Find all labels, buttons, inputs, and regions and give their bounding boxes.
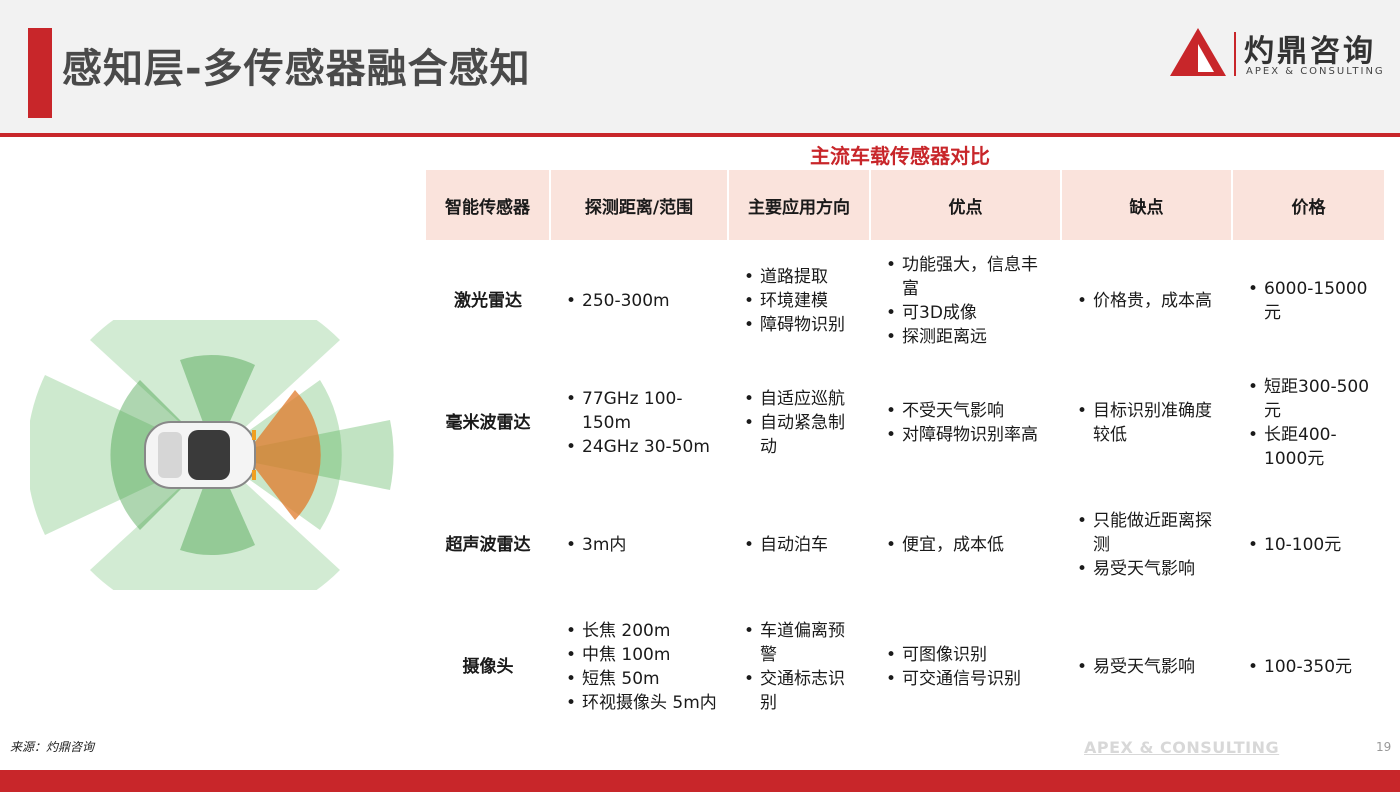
application-cell: 自动泊车	[728, 484, 870, 606]
cons-cell: 价格贵，成本高	[1061, 240, 1232, 362]
application-cell: 车道偏离预警 交通标志识别	[728, 606, 870, 728]
price-item: 100-350元	[1242, 655, 1374, 679]
price-item: 6000-15000元	[1242, 277, 1374, 325]
table-header-row: 智能传感器 探测距离/范围 主要应用方向 优点 缺点 价格	[426, 170, 1384, 240]
coverage-sectors	[26, 287, 394, 623]
application-item: 自适应巡航	[738, 387, 860, 411]
page-title: 感知层-多传感器融合感知	[62, 46, 531, 92]
range-item: 77GHz 100-150m	[560, 387, 718, 435]
pros-cell: 不受天气影响 对障碍物识别率高	[870, 362, 1061, 484]
range-item: 长焦 200m	[560, 619, 718, 643]
header-sensor: 智能传感器	[426, 170, 551, 240]
cons-item: 价格贵，成本高	[1071, 289, 1222, 313]
sensor-name: 毫米波雷达	[445, 413, 531, 433]
table-row: 摄像头 长焦 200m 中焦 100m 短焦 50m 环视摄像头 5m内 车道偏…	[426, 606, 1384, 728]
pros-item: 功能强大，信息丰富	[880, 253, 1051, 301]
pros-item: 探测距离远	[880, 325, 1051, 349]
application-item: 自动紧急制动	[738, 411, 860, 459]
application-cell: 道路提取 环境建模 障碍物识别	[728, 240, 870, 362]
application-item: 障碍物识别	[738, 313, 860, 337]
pros-item: 不受天气影响	[880, 399, 1051, 423]
cons-cell: 只能做近距离探测 易受天气影响	[1061, 484, 1232, 606]
header	[0, 0, 1400, 133]
logo-triangle-icon	[1170, 28, 1226, 76]
table-title: 主流车载传感器对比	[810, 144, 990, 168]
application-item: 交通标志识别	[738, 667, 860, 715]
range-item: 24GHz 30-50m	[560, 435, 718, 459]
cons-item: 目标识别准确度较低	[1071, 399, 1222, 447]
header-range: 探测距离/范围	[550, 170, 729, 240]
range-item: 环视摄像头 5m内	[560, 691, 718, 715]
header-pros: 优点	[870, 170, 1062, 240]
range-cell: 3m内	[550, 484, 728, 606]
sensor-name: 摄像头	[462, 657, 514, 677]
sensor-name: 超声波雷达	[445, 535, 531, 555]
pros-item: 可图像识别	[880, 643, 1051, 667]
cons-cell: 目标识别准确度较低	[1061, 362, 1232, 484]
brand-logo: 灼鼎咨询 APEX & CONSULTING	[1168, 26, 1388, 78]
price-item: 短距300-500元	[1242, 375, 1374, 423]
page-number: 19	[1376, 740, 1392, 754]
pros-item: 可3D成像	[880, 301, 1051, 325]
table-row: 毫米波雷达 77GHz 100-150m 24GHz 30-50m 自适应巡航 …	[426, 362, 1384, 484]
header-rule	[0, 133, 1400, 137]
range-item: 3m内	[560, 533, 718, 557]
header-price: 价格	[1232, 170, 1384, 240]
pros-cell: 便宜，成本低	[870, 484, 1061, 606]
range-cell: 77GHz 100-150m 24GHz 30-50m	[550, 362, 728, 484]
logo-name-cn: 灼鼎咨询	[1244, 34, 1376, 69]
price-item: 长距400-1000元	[1242, 423, 1374, 471]
cons-item: 只能做近距离探测	[1071, 509, 1222, 557]
logo-name-en: APEX & CONSULTING	[1246, 66, 1385, 77]
price-cell: 短距300-500元 长距400-1000元	[1232, 362, 1384, 484]
application-cell: 自适应巡航 自动紧急制动	[728, 362, 870, 484]
application-item: 车道偏离预警	[738, 619, 860, 667]
header-cons: 缺点	[1061, 170, 1233, 240]
title-accent-bar	[28, 28, 52, 118]
application-item: 道路提取	[738, 265, 860, 289]
logo-divider	[1234, 32, 1236, 76]
price-cell: 10-100元	[1232, 484, 1384, 606]
price-item: 10-100元	[1242, 533, 1374, 557]
price-cell: 6000-15000元	[1232, 240, 1384, 362]
range-item: 短焦 50m	[560, 667, 718, 691]
car-icon	[144, 421, 256, 489]
pros-cell: 功能强大，信息丰富 可3D成像 探测距离远	[870, 240, 1061, 362]
sensor-comparison-table: 智能传感器 探测距离/范围 主要应用方向 优点 缺点 价格 激光雷达 250-3…	[426, 170, 1384, 728]
sensor-name: 激光雷达	[454, 291, 522, 311]
table-row: 激光雷达 250-300m 道路提取 环境建模 障碍物识别 功能强大，信息丰富 …	[426, 240, 1384, 362]
cons-item: 易受天气影响	[1071, 557, 1222, 581]
cons-item: 易受天气影响	[1071, 655, 1222, 679]
footer-bar	[0, 770, 1400, 792]
cons-cell: 易受天气影响	[1061, 606, 1232, 728]
application-item: 环境建模	[738, 289, 860, 313]
source-note: 来源：灼鼎咨询	[10, 740, 95, 754]
range-cell: 长焦 200m 中焦 100m 短焦 50m 环视摄像头 5m内	[550, 606, 728, 728]
pros-item: 可交通信号识别	[880, 667, 1051, 691]
footer-brand: APEX & CONSULTING	[1084, 738, 1280, 757]
application-item: 自动泊车	[738, 533, 860, 557]
sensor-coverage-figure	[26, 287, 400, 623]
pros-cell: 可图像识别 可交通信号识别	[870, 606, 1061, 728]
pros-item: 便宜，成本低	[880, 533, 1051, 557]
header-application: 主要应用方向	[728, 170, 871, 240]
pros-item: 对障碍物识别率高	[880, 423, 1051, 447]
range-item: 250-300m	[560, 289, 718, 313]
range-item: 中焦 100m	[560, 643, 718, 667]
price-cell: 100-350元	[1232, 606, 1384, 728]
range-cell: 250-300m	[550, 240, 728, 362]
table-row: 超声波雷达 3m内 自动泊车 便宜，成本低 只能做近距离探测 易受天气影响 10…	[426, 484, 1384, 606]
